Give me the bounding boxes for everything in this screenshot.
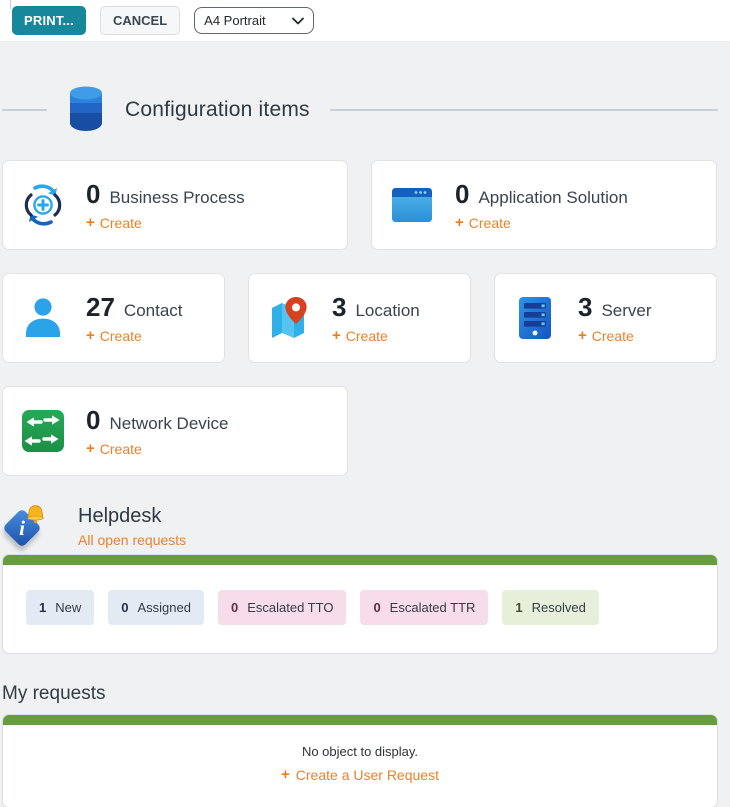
badge-label: Escalated TTR — [389, 600, 476, 615]
badge-new[interactable]: 1 New — [26, 590, 95, 625]
plus-icon: + — [578, 327, 587, 344]
badge-count: 1 — [39, 600, 47, 615]
badge-count: 0 — [121, 600, 129, 615]
all-open-requests-link[interactable]: All open requests — [78, 532, 187, 548]
plus-icon: + — [281, 766, 290, 783]
badge-count: 1 — [515, 600, 523, 615]
panel-accent-bar — [3, 715, 717, 725]
create-label: Create — [345, 327, 388, 344]
my-requests-panel: No object to display. + Create a User Re… — [2, 714, 718, 807]
location-count-link[interactable]: 3 Location — [332, 292, 420, 323]
badge-resolved[interactable]: 1 Resolved — [502, 590, 599, 625]
helpdesk-panel: 1 New 0 Assigned 0 Escalated TTO 0 Escal… — [2, 554, 718, 654]
business-process-icon — [20, 182, 66, 228]
badge-count: 0 — [230, 600, 239, 615]
server-icon — [512, 295, 558, 341]
badge-escalated-ttr[interactable]: 0 Escalated TTR — [360, 590, 489, 625]
create-server-link[interactable]: + Create — [578, 327, 652, 344]
label: Server — [601, 301, 652, 320]
paper-size-value: A4 Portrait — [204, 13, 266, 28]
label: Network Device — [109, 414, 229, 433]
count: 0 — [86, 179, 101, 209]
application-solution-count-link[interactable]: 0 Application Solution — [455, 179, 628, 210]
cancel-button[interactable]: CANCEL — [100, 6, 181, 35]
helpdesk-header: i Helpdesk All open requests — [2, 502, 718, 552]
server-count-link[interactable]: 3 Server — [578, 292, 652, 323]
create-business-process-link[interactable]: + Create — [86, 214, 245, 231]
create-user-request-label: Create a User Request — [295, 766, 439, 783]
label: Application Solution — [478, 188, 628, 207]
create-location-link[interactable]: + Create — [332, 327, 420, 344]
badge-count: 0 — [373, 600, 381, 615]
create-network-device-link[interactable]: + Create — [86, 440, 229, 457]
divider — [329, 109, 718, 111]
contact-count-link[interactable]: 27 Contact — [86, 292, 183, 323]
card-application-solution: 0 Application Solution + Create — [371, 160, 717, 250]
panel-accent-bar — [3, 555, 717, 565]
bell-icon — [25, 504, 46, 530]
card-business-process: 0 Business Process + Create — [2, 160, 348, 250]
network-device-count-link[interactable]: 0 Network Device — [86, 405, 229, 436]
plus-icon: + — [332, 327, 341, 344]
label: Business Process — [109, 188, 245, 207]
card-server: 3 Server + Create — [494, 273, 717, 363]
create-label: Create — [591, 327, 634, 344]
person-icon — [20, 295, 66, 341]
print-toolbar: PRINT... CANCEL A4 Portrait — [0, 0, 730, 42]
badge-escalated-tto[interactable]: 0 Escalated TTO — [217, 590, 347, 625]
network-switch-icon — [20, 408, 66, 454]
create-label: Create — [99, 327, 142, 344]
divider — [10, 0, 11, 9]
count: 0 — [455, 179, 470, 209]
plus-icon: + — [86, 440, 95, 457]
card-location: 3 Location + Create — [248, 273, 471, 363]
config-section-header: Configuration items — [2, 86, 718, 134]
create-contact-link[interactable]: + Create — [86, 327, 183, 344]
label: Contact — [123, 301, 183, 320]
card-contact: 27 Contact + Create — [2, 273, 225, 363]
plus-icon: + — [86, 214, 95, 231]
paper-size-select[interactable]: A4 Portrait — [194, 7, 315, 34]
database-icon — [67, 85, 105, 136]
info-bell-icon: i — [2, 502, 52, 552]
count: 0 — [86, 405, 101, 435]
create-label: Create — [99, 214, 142, 231]
create-user-request-link[interactable]: + Create a User Request — [281, 766, 439, 783]
application-window-icon — [389, 182, 435, 228]
plus-icon: + — [86, 327, 95, 344]
badge-label: New — [55, 600, 82, 615]
count: 3 — [578, 292, 593, 322]
config-section-title: Configuration items — [125, 98, 310, 121]
badge-label: Resolved — [531, 600, 586, 615]
card-network-device: 0 Network Device + Create — [2, 386, 348, 476]
divider — [2, 109, 47, 111]
count: 3 — [332, 292, 347, 322]
map-pin-icon — [266, 295, 312, 341]
plus-icon: + — [455, 214, 464, 231]
business-process-count-link[interactable]: 0 Business Process — [86, 179, 245, 210]
badge-assigned[interactable]: 0 Assigned — [108, 590, 204, 625]
create-label: Create — [468, 214, 511, 231]
create-application-solution-link[interactable]: + Create — [455, 214, 628, 231]
chevron-down-icon — [292, 13, 305, 28]
badge-label: Escalated TTO — [247, 600, 334, 615]
badge-label: Assigned — [137, 600, 191, 615]
print-button[interactable]: PRINT... — [12, 6, 86, 35]
create-label: Create — [99, 440, 142, 457]
helpdesk-title: Helpdesk — [78, 505, 162, 527]
count: 27 — [86, 292, 115, 322]
empty-message: No object to display. — [301, 744, 419, 759]
label: Location — [355, 301, 420, 320]
my-requests-title: My requests — [2, 683, 106, 704]
